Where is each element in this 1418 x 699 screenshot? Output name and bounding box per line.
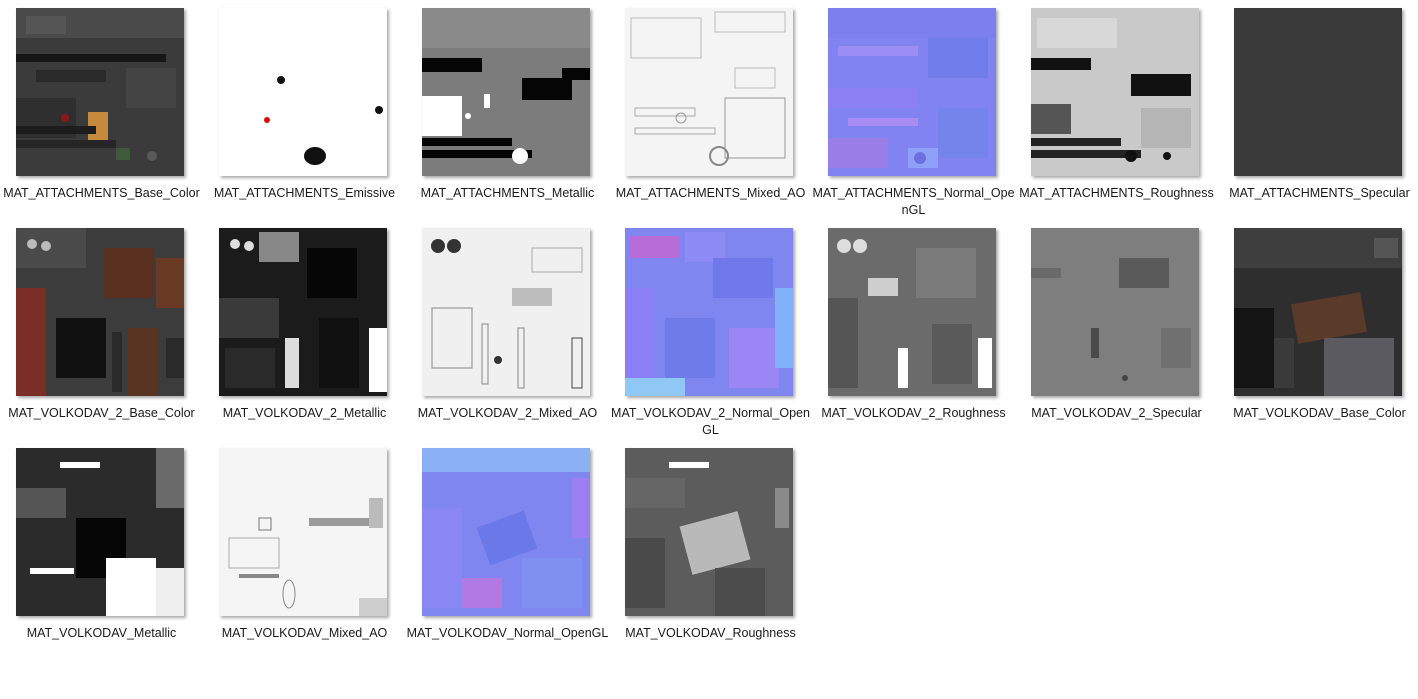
file-name-label: MAT_VOLKODAV_2_Mixed_AO (417, 406, 598, 420)
file-name-label: MAT_VOLKODAV_2_Specular (1031, 406, 1202, 420)
texture-specular-thumbnail (1234, 8, 1402, 176)
file-item[interactable]: MAT_ATTACHMENTS_Normal_OpenGL (812, 8, 1015, 226)
texture-ao-thumbnail (625, 8, 793, 176)
texture-normal-thumbnail (422, 448, 590, 616)
file-item[interactable]: MAT_VOLKODAV_2_Normal_OpenGL (609, 228, 812, 446)
file-name-label: MAT_ATTACHMENTS_Metallic (420, 186, 595, 200)
file-item[interactable]: MAT_VOLKODAV_Base_Color (1218, 228, 1418, 446)
texture-ao-thumbnail (422, 228, 590, 396)
file-name-label: MAT_ATTACHMENTS_Roughness (1019, 186, 1214, 200)
file-item[interactable]: MAT_ATTACHMENTS_Base_Color (0, 8, 203, 226)
texture-normal-thumbnail (828, 8, 996, 176)
texture-ao-thumbnail (219, 448, 387, 616)
texture-base-color-thumbnail (1234, 228, 1402, 396)
texture-metallic-thumbnail (422, 8, 590, 176)
file-item[interactable]: MAT_VOLKODAV_2_Mixed_AO (406, 228, 609, 446)
file-name-label: MAT_ATTACHMENTS_Normal_OpenGL (812, 186, 1015, 217)
file-name-label: MAT_VOLKODAV_Normal_OpenGL (406, 626, 609, 640)
file-item[interactable]: MAT_VOLKODAV_2_Roughness (812, 228, 1015, 446)
texture-normal-thumbnail (625, 228, 793, 396)
texture-roughness-thumbnail (625, 448, 793, 616)
file-item[interactable]: MAT_VOLKODAV_Roughness (609, 448, 812, 666)
texture-base-color-thumbnail (16, 228, 184, 396)
file-item[interactable]: MAT_ATTACHMENTS_Mixed_AO (609, 8, 812, 226)
file-item[interactable]: MAT_VOLKODAV_2_Specular (1015, 228, 1218, 446)
texture-metallic-thumbnail (219, 228, 387, 396)
file-name-label: MAT_VOLKODAV_2_Metallic (222, 406, 387, 420)
texture-specular-thumbnail (1031, 228, 1199, 396)
file-name-label: MAT_ATTACHMENTS_Base_Color (3, 186, 200, 200)
file-item[interactable]: MAT_VOLKODAV_Metallic (0, 448, 203, 666)
texture-base-color-thumbnail (16, 8, 184, 176)
file-name-label: MAT_VOLKODAV_Mixed_AO (221, 626, 388, 640)
file-item[interactable]: MAT_VOLKODAV_Mixed_AO (203, 448, 406, 666)
file-name-label: MAT_VOLKODAV_2_Base_Color (8, 406, 195, 420)
file-name-label: MAT_VOLKODAV_2_Roughness (821, 406, 1006, 420)
file-name-label: MAT_VOLKODAV_Roughness (625, 626, 796, 640)
file-name-label: MAT_ATTACHMENTS_Specular (1229, 186, 1410, 200)
file-name-label: MAT_ATTACHMENTS_Emissive (213, 186, 396, 200)
texture-roughness-thumbnail (828, 228, 996, 396)
file-item[interactable]: MAT_VOLKODAV_Normal_OpenGL (406, 448, 609, 666)
file-name-label: MAT_VOLKODAV_Base_Color (1233, 406, 1406, 420)
texture-metallic-thumbnail (16, 448, 184, 616)
file-item[interactable]: MAT_ATTACHMENTS_Emissive (203, 8, 406, 226)
file-name-label: MAT_ATTACHMENTS_Mixed_AO (615, 186, 806, 200)
file-item[interactable]: MAT_ATTACHMENTS_Specular (1218, 8, 1418, 226)
file-item[interactable]: MAT_VOLKODAV_2_Metallic (203, 228, 406, 446)
file-name-label: MAT_VOLKODAV_Metallic (26, 626, 177, 640)
texture-emissive-thumbnail (219, 8, 387, 176)
texture-roughness-thumbnail (1031, 8, 1199, 176)
file-name-label: MAT_VOLKODAV_2_Normal_OpenGL (611, 406, 810, 437)
file-item[interactable]: MAT_ATTACHMENTS_Roughness (1015, 8, 1218, 226)
file-item[interactable]: MAT_VOLKODAV_2_Base_Color (0, 228, 203, 446)
file-item[interactable]: MAT_ATTACHMENTS_Metallic (406, 8, 609, 226)
